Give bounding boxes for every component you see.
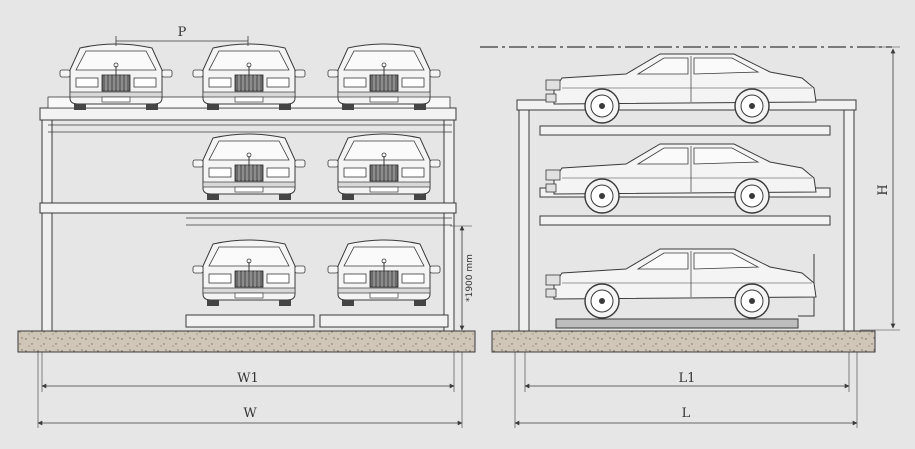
car-front-mid-1 (192, 133, 306, 201)
side-top-beam (539, 125, 831, 136)
car-front-top-1 (59, 43, 173, 111)
car-front-mid-2 (327, 133, 441, 201)
front-top-beam (39, 107, 457, 121)
front-post-right (443, 107, 455, 332)
car-side-mid (545, 143, 817, 214)
car-front-top-2 (192, 43, 306, 111)
car-front-low-1 (192, 239, 306, 307)
front-ground-tray-2 (319, 314, 449, 328)
front-ground-slab (17, 330, 476, 353)
front-post-left (41, 107, 53, 332)
front-view: P *1900 mm W1 W (17, 25, 476, 428)
side-post-left (518, 102, 530, 332)
total-width-label: W (243, 406, 257, 421)
clearance-label: *1900 mm (465, 254, 475, 302)
inner-length-label: L1 (679, 371, 696, 386)
side-middle-beam (539, 215, 831, 226)
car-side-top (545, 53, 817, 124)
car-front-low-2 (327, 239, 441, 307)
height-label: H (876, 184, 891, 195)
car-front-top-3 (327, 43, 441, 111)
pitch-label: P (178, 25, 187, 40)
total-length-label: L (682, 406, 691, 421)
inner-width-label: W1 (237, 371, 259, 386)
side-ground-tray (555, 318, 799, 329)
front-middle-beam (39, 202, 457, 214)
side-view: H L1 L (480, 46, 900, 428)
side-ground-slab (491, 330, 876, 353)
car-side-low (545, 248, 817, 319)
side-post-right (843, 102, 855, 332)
front-ground-tray-1 (185, 314, 315, 328)
